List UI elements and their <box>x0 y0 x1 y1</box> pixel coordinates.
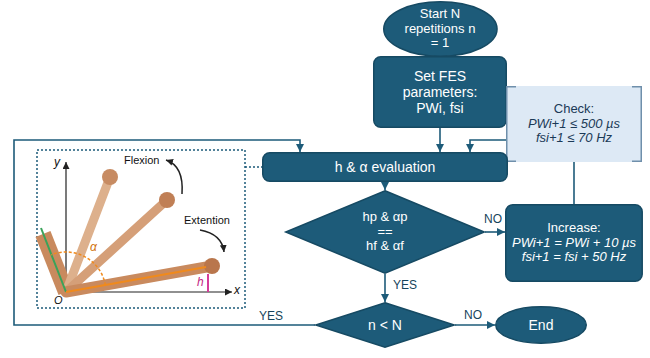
label-holder: Flexion <box>124 154 159 166</box>
node-text: Set FES parameters: PWi, fsi <box>394 68 486 116</box>
process-box: Increase:PWi+1 = PWi + 10 µsfsi+1 = fsi … <box>505 204 643 282</box>
origin-label: O <box>54 294 63 306</box>
decision-diamond: n < N <box>315 302 455 348</box>
node-text: h & α evaluation <box>335 159 436 175</box>
dotted-frame <box>37 150 245 308</box>
flow-connector <box>384 274 386 302</box>
angle-label: α <box>90 241 97 254</box>
branch-label: NO <box>483 213 503 226</box>
edge-label-holder: YES <box>258 310 284 323</box>
axis-label: y <box>54 156 60 169</box>
start-terminal: Start N repetitions n = 1 <box>383 1 498 57</box>
motion-label: Extention <box>184 214 230 226</box>
dotted-leader <box>245 166 262 168</box>
flow-connector <box>439 128 441 152</box>
height-label: h <box>197 276 204 289</box>
edge-label-holder: NO <box>463 309 483 322</box>
node-text: End <box>529 317 554 333</box>
edge-label-holder: YES <box>392 279 418 292</box>
edge-label-holder: NO <box>483 213 503 226</box>
node-text: Check: <box>554 102 594 117</box>
node-text: fsi+1 ≤ 70 Hz <box>536 131 612 146</box>
label-holder: h <box>197 276 204 289</box>
decision-diamond: hp & αp==hf & αf <box>285 190 485 274</box>
label-holder: Extention <box>184 214 230 226</box>
node-text: == <box>377 225 392 240</box>
label-holder: x <box>234 284 240 297</box>
axis-label: x <box>234 284 240 297</box>
axes <box>66 162 232 292</box>
branch-label: YES <box>392 279 418 292</box>
node-text: PWi+1 = PWi + 10 µs <box>512 236 636 251</box>
branch-label: NO <box>463 309 483 322</box>
check-box: Check:PWi+1 ≤ 500 µsfsi+1 ≤ 70 Hz <box>506 86 642 162</box>
end-terminal: End <box>495 306 587 344</box>
flow-connector <box>470 140 506 152</box>
label-holder: y <box>54 156 60 169</box>
node-text: Start N repetitions n = 1 <box>399 7 481 52</box>
label-holder: O <box>54 294 63 306</box>
flow-connector <box>384 182 386 190</box>
flow-connector <box>573 162 575 204</box>
branch-label: YES <box>258 310 284 323</box>
node-text: fsi+1 = fsi + 50 Hz <box>522 250 626 265</box>
node-text: hf & αf <box>366 239 404 254</box>
node-text: hp & αp <box>362 210 407 225</box>
node-text: PWi+1 ≤ 500 µs <box>528 117 620 132</box>
flow-connector <box>455 324 495 326</box>
motion-label: Flexion <box>124 154 159 166</box>
label-holder: α <box>90 241 97 254</box>
process-box: h & α evaluation <box>262 152 508 182</box>
node-text: n < N <box>368 317 402 333</box>
flow-connector <box>485 231 505 233</box>
node-text: Increase: <box>547 221 600 236</box>
process-box: Set FES parameters: PWi, fsi <box>373 56 507 128</box>
